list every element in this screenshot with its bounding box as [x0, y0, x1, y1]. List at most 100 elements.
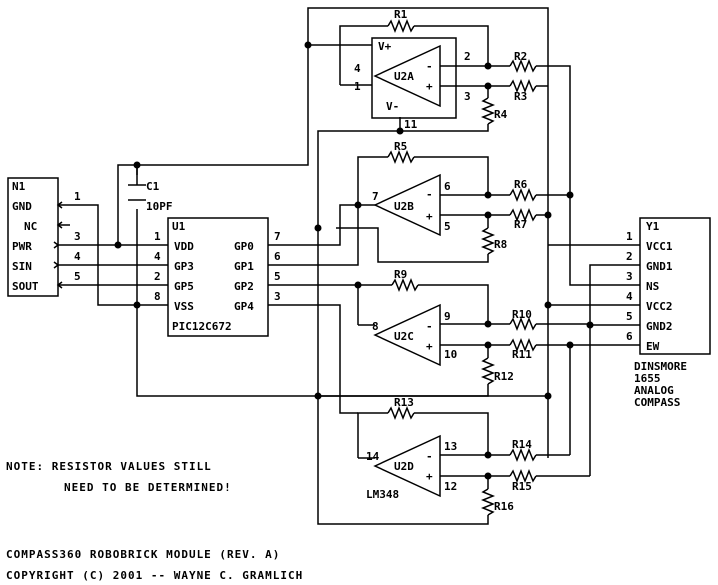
opamp-pos-sign: +: [426, 470, 433, 483]
resistor-label: R5: [394, 140, 407, 153]
resistor-r11: [509, 337, 537, 353]
capacitor-value: 10PF: [146, 200, 173, 213]
resistor-r4: [480, 97, 496, 125]
mcu-pin-number: 4: [154, 250, 161, 263]
resistor-label: R9: [394, 268, 407, 281]
resistor-r10: [509, 316, 537, 332]
compass-pin-label: NS: [646, 280, 659, 293]
opamp-neg-sign: -: [426, 320, 433, 333]
mcu-part: PIC12C672: [172, 320, 232, 333]
capacitor-c1: C1 10PF: [128, 180, 173, 213]
resistor-label: R12: [494, 370, 514, 383]
connector-pin-label: SOUT: [12, 280, 39, 293]
compass-pin-label: VCC2: [646, 300, 673, 313]
mcu-pin-label: GP4: [234, 300, 254, 313]
junctions: [114, 41, 594, 480]
resistor-label: R10: [512, 308, 532, 321]
opamp-u2c: U2C - + 8 9 10: [372, 303, 457, 367]
mcu-ref: U1: [172, 220, 186, 233]
resistor-label: R8: [494, 238, 507, 251]
opamp-vplus: V+: [378, 40, 392, 53]
connector-pin-number: 3: [74, 230, 81, 243]
mcu-pin-label: GP5: [174, 280, 194, 293]
mcu-pin-label: VSS: [174, 300, 194, 313]
opamp-pin-number: 14: [366, 450, 380, 463]
mcu-pin-label: GP3: [174, 260, 194, 273]
connector-pin-label: PWR: [12, 240, 32, 253]
resistor-r5: [387, 149, 415, 165]
resistor-label: R13: [394, 396, 414, 409]
opamp-ref: U2A: [394, 70, 414, 83]
opamp-pin-number: 4: [354, 62, 361, 75]
connector-pin-label: GND: [12, 200, 32, 213]
resistors: [387, 18, 537, 516]
opamp-pin-number: 5: [444, 220, 451, 233]
opamp-neg-sign: -: [426, 188, 433, 201]
compass-pin-number: 4: [626, 290, 633, 303]
resistor-labels: R1 R2 R3 R4 R5 R6 R7 R8 R9 R10 R11 R12 R…: [394, 8, 532, 513]
connector-pin-number: 5: [74, 270, 81, 283]
compass-pin-number: 6: [626, 330, 633, 343]
connector-pin-number: 4: [74, 250, 81, 263]
wires: [58, 7, 612, 525]
opamp-pin-number: 11: [404, 118, 418, 131]
opamp-pos-sign: +: [426, 80, 433, 93]
resistor-r7: [509, 207, 537, 223]
mcu-pin-number: 7: [274, 230, 281, 243]
resistor-label: R7: [514, 218, 527, 231]
compass-pin-number: 5: [626, 310, 633, 323]
mcu-u1: U1 PIC12C672 VDD GP3 GP5 VSS 1 4 2 8 GP0…: [154, 217, 281, 337]
compass-pin-label: EW: [646, 340, 660, 353]
resistor-label: R4: [494, 108, 508, 121]
opamp-ref: U2C: [394, 330, 414, 343]
opamp-pin-number: 9: [444, 310, 451, 323]
mcu-pin-number: 6: [274, 250, 281, 263]
resistor-r3: [509, 78, 537, 94]
resistor-r15: [509, 468, 537, 484]
resistor-r16: [480, 488, 496, 516]
compass-pin-number: 2: [626, 250, 633, 263]
notes: NOTE: RESISTOR VALUES STILL NEED TO BE D…: [6, 460, 303, 582]
connector-pin-number: 1: [74, 190, 81, 203]
compass-y1: Y1 VCC1 GND1 NS VCC2 GND2 EW 1 2 3 4 5 6…: [612, 217, 711, 409]
opamp-pin-number: 1: [354, 80, 361, 93]
opamp-u2b: U2B - + 7 6 5: [372, 173, 451, 237]
opamp-pin-number: 12: [444, 480, 457, 493]
compass-pin-number: 1: [626, 230, 633, 243]
opamp-pin-number: 8: [372, 320, 379, 333]
opamp-neg-sign: -: [426, 450, 433, 463]
resistor-label: R1: [394, 8, 408, 21]
compass-description: ANALOG: [634, 384, 674, 397]
opamp-pin-number: 2: [464, 50, 471, 63]
resistor-r13: [387, 405, 415, 421]
compass-description: DINSMORE: [634, 360, 687, 373]
opamp-ref: U2D: [394, 460, 414, 473]
compass-description: COMPASS: [634, 396, 680, 409]
note-line: NOTE: RESISTOR VALUES STILL: [6, 460, 212, 473]
mcu-pin-label: VDD: [174, 240, 194, 253]
opamp-vminus: V-: [386, 100, 399, 113]
connector-n1: N1 GND NC PWR SIN SOUT 1 3 4 5: [7, 177, 81, 297]
resistor-r2: [509, 58, 537, 74]
resistor-r6: [509, 187, 537, 203]
resistor-label: R2: [514, 50, 527, 63]
mcu-pin-number: 5: [274, 270, 281, 283]
footer-title: COMPASS360 ROBOBRICK MODULE (REV. A): [6, 548, 280, 561]
mcu-pin-label: GP1: [234, 260, 254, 273]
resistor-r9: [391, 277, 419, 293]
resistor-label: R15: [512, 480, 532, 493]
footer-copyright: COPYRIGHT (C) 2001 -- WAYNE C. GRAMLICH: [6, 569, 303, 582]
mcu-pin-number: 8: [154, 290, 161, 303]
opamp-pin-number: 10: [444, 348, 457, 361]
opamp-u2a: V+ V- U2A - + 4 1 2 3 11: [354, 37, 471, 131]
opamp-ref: U2B: [394, 200, 414, 213]
resistor-r8: [480, 227, 496, 255]
resistor-label: R16: [494, 500, 514, 513]
compass-pin-label: GND1: [646, 260, 673, 273]
resistor-r1: [387, 18, 415, 34]
mcu-pin-label: GP2: [234, 280, 254, 293]
opamp-pin-number: 6: [444, 180, 451, 193]
resistor-label: R11: [512, 348, 532, 361]
